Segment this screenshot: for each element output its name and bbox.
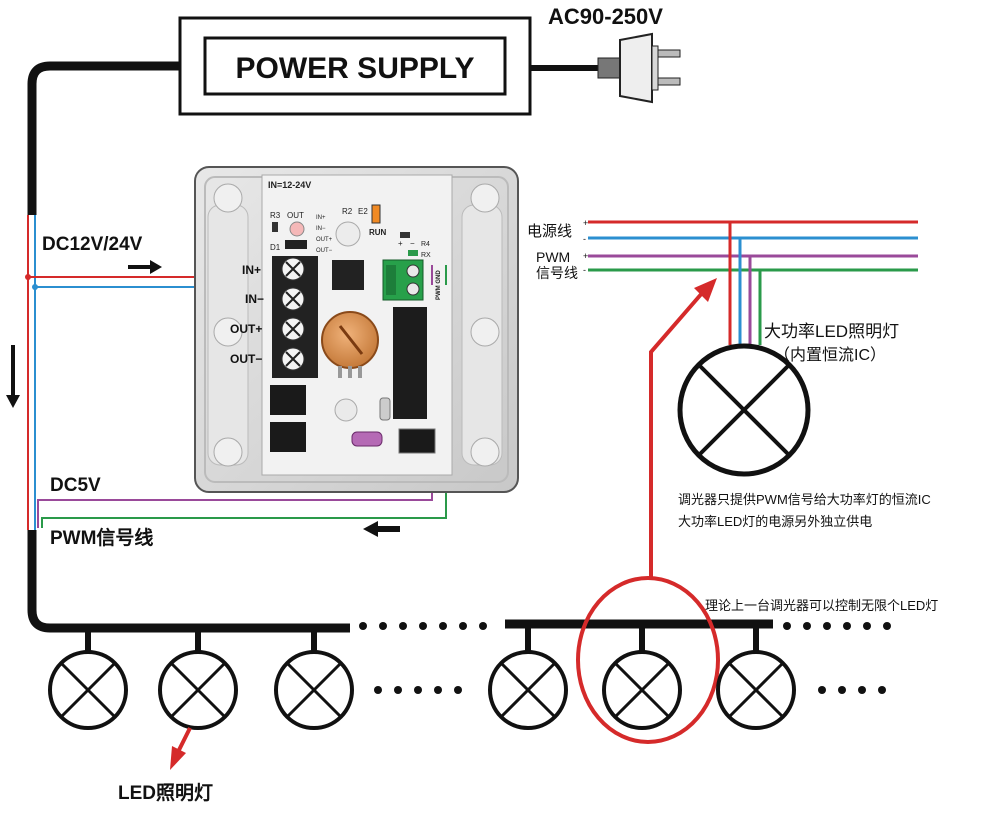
led-lamp	[602, 624, 682, 730]
led-lamp	[158, 628, 238, 730]
pwm-signal-line-label: PWM信号线	[50, 526, 153, 549]
led-label-pointer	[176, 727, 192, 753]
callout-line	[649, 290, 705, 580]
terminal-in-minus-label: IN−	[245, 292, 264, 306]
led-lamp	[716, 624, 796, 730]
ic-chip	[393, 307, 427, 419]
power-line-label: 电源线	[527, 223, 572, 240]
lamp-title: 大功率LED照明灯	[764, 322, 899, 341]
right-wire-bus	[431, 220, 918, 345]
inductor	[398, 428, 436, 454]
signal-line-label: 信号线	[536, 265, 578, 281]
crystal	[379, 397, 391, 421]
diode-d1	[285, 240, 307, 249]
board-rx: RX	[421, 252, 431, 259]
arrow-down-icon	[6, 345, 20, 408]
lamp-subtitle: （内置恒流IC）	[774, 346, 886, 364]
power-supply-title: POWER SUPPLY	[236, 52, 475, 85]
board-r3: R3	[270, 211, 281, 220]
board-mini-out-plus: OUT+	[316, 237, 333, 243]
run-led	[371, 204, 381, 224]
terminal-out-plus-label: OUT+	[230, 322, 262, 336]
continuation-dots	[359, 622, 891, 694]
board-mini-out-minus: OUT−	[316, 248, 333, 254]
high-power-lamp	[677, 343, 811, 477]
regulator-1	[270, 385, 306, 415]
mount-hole	[470, 317, 500, 347]
callout-arrow-icon	[694, 278, 717, 302]
arrow-left-icon	[363, 521, 400, 537]
led-bus-cable-left	[27, 530, 350, 633]
mount-hole	[213, 317, 243, 347]
led-lamp	[48, 628, 128, 730]
dimmer-board: IN=12-24V R3 OUT R2 E2 RUN D1 IN+ IN− OU…	[194, 166, 519, 493]
mains-plug-icon	[597, 32, 681, 104]
led-lamp	[488, 624, 568, 730]
mount-hole	[470, 437, 500, 467]
ac-voltage-label: AC90-250V	[548, 4, 663, 29]
board-r2: R2	[342, 207, 353, 216]
led-lamp-label: LED照明灯	[118, 782, 213, 804]
highlight-circle	[576, 576, 720, 744]
board-mini-in-plus: IN+	[316, 215, 326, 221]
board-minus: −	[410, 239, 415, 248]
board-mini-in-minus: IN−	[316, 226, 326, 232]
board-d1: D1	[270, 243, 281, 252]
pwm-label: PWM	[536, 249, 570, 265]
board-e2: E2	[358, 207, 368, 216]
dc-output-cable-top	[27, 61, 180, 215]
unlimited-note: 理论上一台调光器可以控制无限个LED灯	[705, 598, 938, 613]
signal-plus: +	[583, 251, 588, 261]
mount-hole	[470, 183, 500, 213]
power-minus: -	[583, 234, 586, 244]
note-line-2: 大功率LED灯的电源另外独立供电	[678, 514, 872, 529]
dc5v-label: DC5V	[50, 475, 101, 496]
arrow-right-icon	[128, 260, 162, 274]
board-pwm-gnd: PWM GND	[436, 270, 442, 300]
dc-input-label: DC12V/24V	[42, 234, 143, 255]
led-lamp	[274, 628, 354, 730]
led-label-arrow-icon	[170, 746, 186, 770]
power-supply: POWER SUPPLY AC90-250V	[178, 4, 681, 116]
terminal-in-plus-label: IN+	[242, 263, 261, 277]
led-indicator	[289, 221, 305, 237]
terminal-out-minus-label: OUT−	[230, 352, 262, 366]
power-plus: +	[583, 218, 588, 228]
capacitor	[351, 431, 383, 447]
regulator-2	[270, 422, 306, 452]
mount-hole	[213, 437, 243, 467]
terminal-screws	[281, 257, 305, 371]
mount-hole	[213, 183, 243, 213]
signal-minus: -	[583, 265, 586, 275]
board-out: OUT	[287, 211, 304, 220]
board-run: RUN	[369, 228, 387, 237]
note-line-1: 调光器只提供PWM信号给大功率灯的恒流IC	[678, 492, 931, 507]
mosfet	[332, 260, 364, 290]
board-r4: R4	[421, 241, 430, 248]
power-supply-inner-box	[203, 36, 507, 96]
board-input-spec: IN=12-24V	[268, 180, 311, 190]
board-plus: +	[398, 239, 403, 248]
